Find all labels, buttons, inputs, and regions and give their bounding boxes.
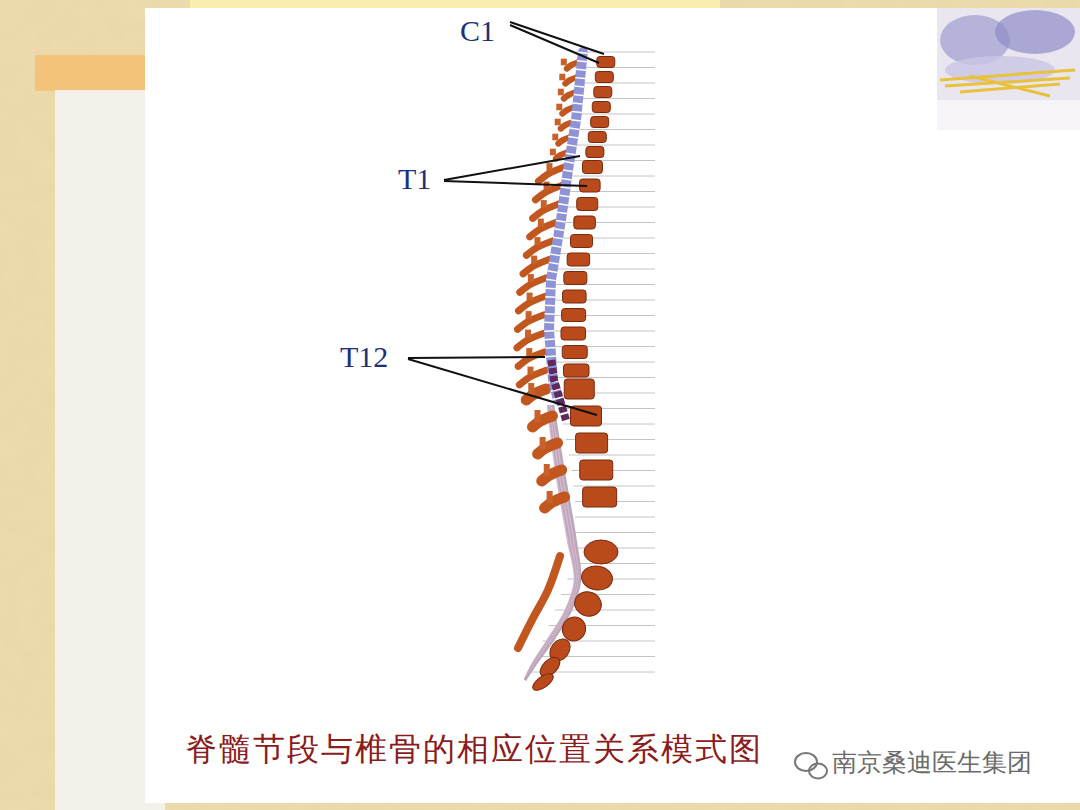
nerve-root	[575, 532, 655, 533]
nerve-root	[573, 486, 655, 487]
nerve-root	[575, 114, 655, 115]
vertebral-arch	[558, 89, 564, 96]
vertebral-body	[564, 379, 594, 399]
vertebral-arch	[527, 293, 533, 301]
vertebral-body	[563, 364, 589, 377]
nerve-root	[575, 517, 655, 518]
nerve-root	[571, 145, 655, 146]
vertebral-body	[563, 290, 587, 303]
segment-label: T1	[398, 164, 431, 194]
nerve-root	[564, 191, 655, 192]
vertebral-arch	[546, 163, 552, 171]
sacrum	[571, 588, 604, 619]
vertebral-arch	[559, 74, 565, 81]
nerve-root	[569, 455, 655, 456]
nerve-root	[575, 83, 655, 84]
sacral-crest	[518, 556, 560, 648]
vertebral-body	[562, 346, 587, 359]
vertebral-body	[562, 309, 586, 322]
vertebral-body	[561, 327, 586, 340]
vertebral-arch	[535, 237, 541, 245]
white-panel	[145, 8, 1080, 803]
vertebral-arch	[528, 274, 534, 282]
nerve-root	[562, 207, 655, 208]
wechat-icon	[795, 753, 827, 779]
nerve-root	[552, 269, 655, 270]
vertebral-body	[580, 460, 613, 480]
vertebral-body	[567, 253, 590, 266]
vertebral-body	[595, 72, 613, 83]
vertebral-body	[588, 132, 606, 143]
vertebral-body	[574, 216, 596, 229]
leader-lines	[408, 22, 604, 415]
watermark: 南京桑迪医生集团	[832, 749, 1032, 777]
vertebral-arch	[525, 330, 531, 338]
vertebral-arch	[531, 256, 537, 264]
sacrum	[530, 670, 556, 693]
nerve-root	[574, 563, 655, 564]
nerve-root	[575, 98, 655, 99]
vertebral-body	[586, 147, 604, 158]
vertebral-body	[577, 198, 598, 211]
nerve-root	[575, 67, 655, 68]
nerve-root	[566, 176, 655, 177]
vertebral-arch	[550, 149, 556, 156]
vertebral-arch	[552, 134, 558, 141]
nerve-root	[551, 362, 655, 363]
vertebral-arch	[541, 200, 547, 208]
vertebral-arch	[556, 104, 562, 111]
vertebral-arch	[555, 119, 561, 126]
vertebral-arch	[540, 437, 546, 449]
nerve-root	[569, 160, 655, 161]
vertebral-body	[597, 57, 615, 68]
vertebral-arch	[538, 219, 544, 227]
vertebral-arch	[526, 348, 532, 356]
vertebral-body	[583, 487, 617, 507]
vertebral-body	[594, 87, 612, 98]
vertebral-body	[591, 117, 609, 128]
vertebral-arch	[547, 491, 553, 503]
vertebral-arch	[526, 311, 532, 319]
vertebral-body	[592, 102, 610, 113]
vertebral-body	[582, 161, 602, 174]
caption: 脊髓节段与椎骨的相应位置关系模式图	[185, 732, 763, 768]
vertebral-arch	[528, 383, 534, 395]
vertebral-arch	[561, 59, 567, 66]
vertebral-arch	[544, 464, 550, 476]
corner-picture	[937, 8, 1080, 130]
nerve-root	[573, 129, 655, 130]
vertebral-body	[571, 235, 593, 248]
sacrum	[584, 540, 618, 564]
vertebral-arch	[527, 367, 533, 375]
vertebral-body	[564, 272, 587, 285]
vertebral-body	[576, 433, 608, 453]
segment-label: T12	[340, 342, 388, 372]
vertebral-arch	[535, 410, 541, 422]
segment-label: C1	[460, 16, 495, 46]
sacrum	[580, 564, 614, 593]
spine-drawing	[517, 52, 655, 694]
